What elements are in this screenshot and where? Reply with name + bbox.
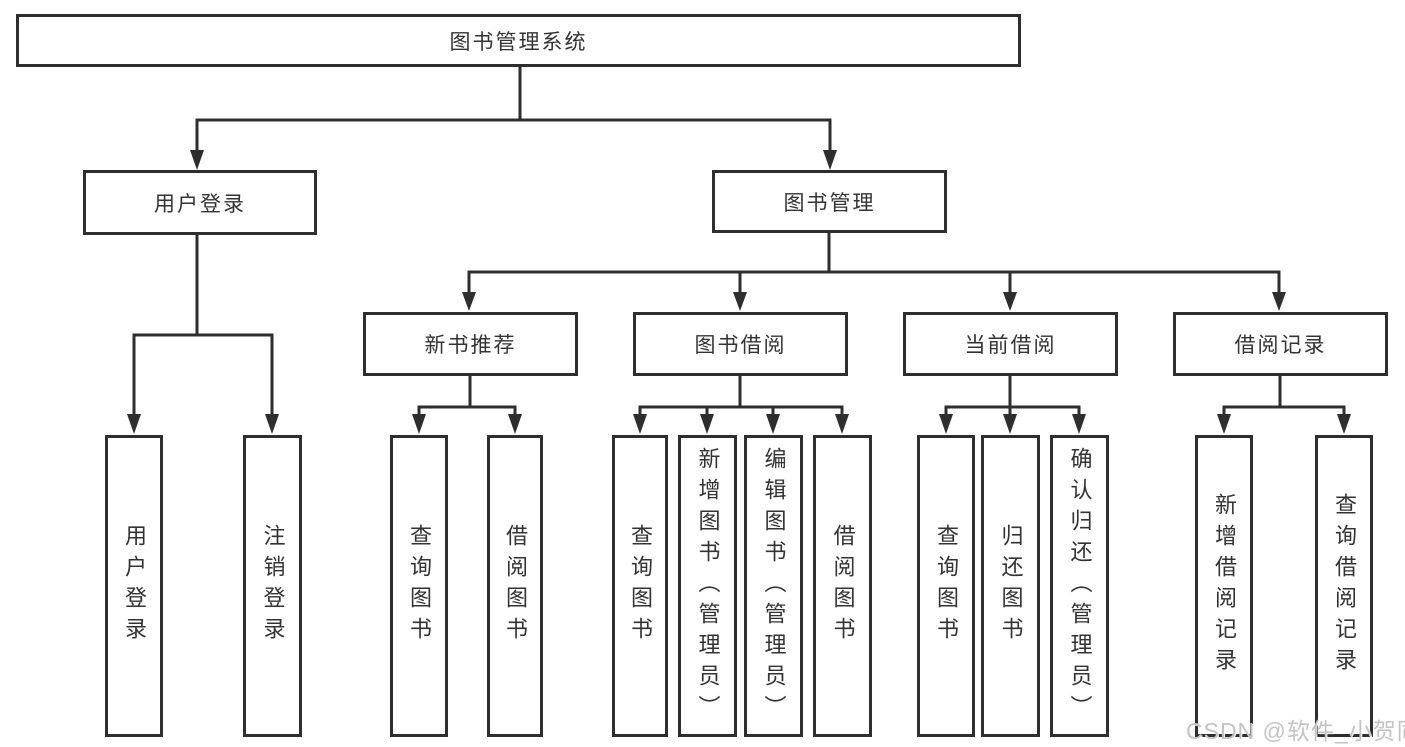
node-label: 确认归还（管理员）	[1067, 446, 1093, 726]
node-label: 图书借阅	[694, 334, 787, 357]
connector	[467, 270, 1281, 294]
connector	[132, 333, 274, 416]
arrowhead-icon	[733, 292, 747, 311]
connector	[944, 405, 1081, 416]
connector	[417, 405, 517, 416]
connector	[1222, 405, 1346, 416]
arrowhead-icon	[1072, 414, 1086, 434]
node-borrowing-records: 借阅记录	[1173, 312, 1388, 376]
leaf-add-borrow-record: 新增借阅记录	[1195, 435, 1253, 737]
node-label: 查询图书	[628, 524, 653, 648]
node-label: 新增借阅记录	[1212, 493, 1237, 679]
leaf-add-books-admin: 新增图书（管理员）	[678, 435, 737, 737]
node-new-book-recommend: 新书推荐	[363, 312, 578, 376]
leaf-borrow-books-recommend: 借阅图书	[487, 435, 543, 737]
arrowhead-icon	[1337, 414, 1351, 434]
node-current-borrowing: 当前借阅	[903, 312, 1118, 376]
arrowhead-icon	[1272, 292, 1286, 311]
node-label: 图书管理系统	[449, 30, 588, 54]
arrowhead-icon	[508, 414, 522, 434]
leaf-logout: 注销登录	[243, 435, 302, 737]
arrowhead-icon	[835, 414, 849, 434]
connector	[638, 405, 844, 416]
leaf-edit-books-admin: 编辑图书（管理员）	[744, 435, 803, 737]
arrowhead-icon	[823, 150, 837, 170]
node-label: 新书推荐	[424, 334, 517, 357]
arrowhead-icon	[1003, 292, 1017, 311]
node-label: 当前借阅	[964, 334, 1057, 357]
arrowhead-icon	[766, 414, 780, 434]
arrowhead-icon	[939, 414, 953, 434]
node-label: 查询图书	[407, 524, 432, 648]
arrowhead-icon	[700, 414, 714, 434]
leaf-borrow-books: 借阅图书	[813, 435, 872, 737]
node-label: 用户登录	[122, 524, 147, 648]
arrowhead-icon	[127, 414, 141, 434]
leaf-query-borrow-record: 查询借阅记录	[1315, 435, 1373, 737]
connector	[195, 118, 832, 152]
csdn-watermark: CSDN @软件_小贺同学	[1186, 718, 1405, 744]
node-root-system: 图书管理系统	[16, 14, 1021, 67]
node-label: 归还图书	[998, 524, 1024, 648]
node-label: 借阅图书	[503, 524, 528, 648]
node-label: 用户登录	[154, 192, 246, 216]
node-book-borrowing: 图书借阅	[633, 312, 848, 376]
node-label: 借阅图书	[830, 524, 856, 648]
node-label: 图书管理	[783, 191, 876, 215]
arrowhead-icon	[462, 292, 476, 311]
node-label: 编辑图书（管理员）	[761, 446, 787, 726]
node-label: 查询图书	[934, 524, 959, 648]
arrowhead-icon	[633, 414, 647, 434]
leaf-confirm-return-admin: 确认归还（管理员）	[1050, 435, 1109, 737]
arrowhead-icon	[190, 150, 204, 170]
leaf-return-books: 归还图书	[981, 435, 1040, 737]
arrowhead-icon	[412, 414, 426, 434]
arrowhead-icon	[265, 414, 279, 434]
node-label: 查询借阅记录	[1332, 493, 1357, 679]
node-label: 新增图书（管理员）	[695, 446, 721, 726]
leaf-query-books-borrowing: 查询图书	[612, 435, 668, 737]
node-book-management-branch: 图书管理	[712, 170, 947, 233]
node-label: 注销登录	[260, 524, 286, 648]
node-user-login-branch: 用户登录	[83, 170, 317, 235]
leaf-query-books-recommend: 查询图书	[390, 435, 448, 737]
arrowhead-icon	[1217, 414, 1231, 434]
leaf-user-login: 用户登录	[105, 435, 163, 737]
arrowhead-icon	[1003, 414, 1017, 434]
node-label: 借阅记录	[1234, 334, 1327, 357]
leaf-query-books-current: 查询图书	[917, 435, 975, 737]
